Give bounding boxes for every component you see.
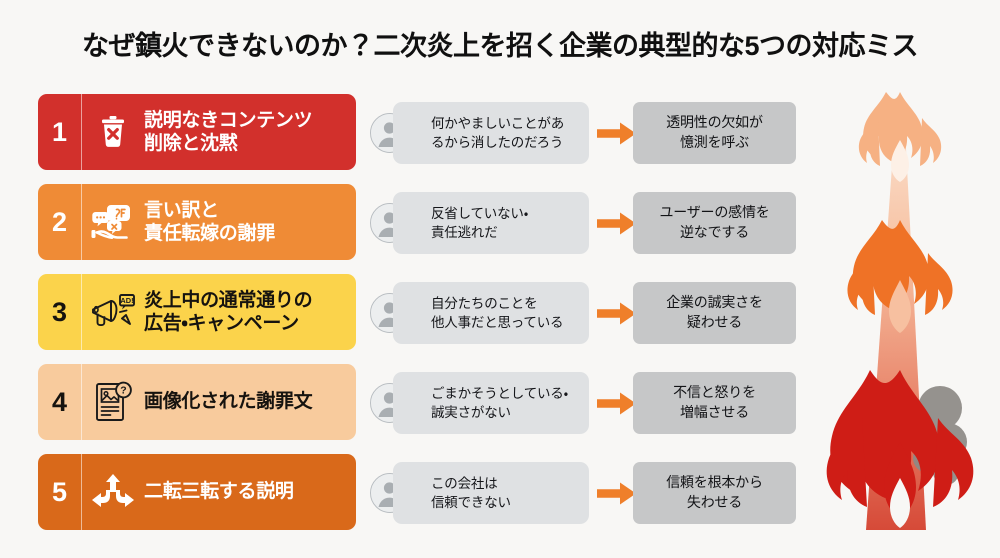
pill-number: 3: [38, 274, 82, 350]
pill-number: 4: [38, 364, 82, 440]
outcome-box-3: 企業の誠実さを疑わせる: [633, 282, 796, 344]
pill-label: 二転三転する説明: [144, 481, 294, 503]
outcome-box-5: 信頼を根本から失わせる: [633, 462, 796, 524]
quote-text: 反省していない・責任逃れだ: [431, 205, 529, 240]
arrow-right-icon: [597, 481, 637, 506]
outcome-text: 不信と怒りを増幅させる: [673, 384, 756, 420]
pill-label: 説明なきコンテンツ削除と沈黙: [144, 109, 313, 154]
pill-number: 5: [38, 454, 82, 530]
public-reaction-2: 反省していない・責任逃れだ: [393, 192, 589, 254]
table-row: 2 言い訳と責任転嫁の謝罪: [0, 184, 810, 260]
image-document-question-icon: ?: [82, 364, 144, 440]
mistake-pill-4[interactable]: 4 ? 画像化された謝罪文: [38, 364, 356, 440]
mistake-pill-5[interactable]: 5 二転三転する説明: [38, 454, 356, 530]
outcome-box-2: ユーザーの感情を逆なでする: [633, 192, 796, 254]
pill-label: 言い訳と責任転嫁の謝罪: [144, 199, 275, 244]
quote-text: 自分たちのことを他人事だと思っている: [431, 295, 564, 330]
arrow-right-icon: [597, 301, 637, 326]
table-row: 3 AD! 炎上中の通常通りの広告・キャンペーン: [0, 274, 810, 350]
svg-text:AD!: AD!: [120, 296, 133, 305]
public-reaction-3: 自分たちのことを他人事だと思っている: [393, 282, 589, 344]
page-title: なぜ鎮火できないのか？二次炎上を招く企業の典型的な5つの対応ミス: [81, 31, 919, 61]
quote-text: 何かやましいことがあるから消したのだろう: [431, 115, 564, 150]
quote-text: ごまかそうとしている・誠実さがない: [431, 385, 568, 420]
table-row: 1 説明なきコンテンツ削除と沈黙 何かやましいことがあるから消したのだろう: [0, 94, 810, 170]
megaphone-ad-icon: AD!: [82, 274, 144, 350]
speech-bubbles-hand-icon: [82, 184, 144, 260]
flame-middle: [847, 220, 953, 315]
outcome-box-4: 不信と怒りを増幅させる: [633, 372, 796, 434]
table-row: 5 二転三転する説明 この会社は信頼できない: [0, 454, 810, 530]
pill-label: 炎上中の通常通りの広告・キャンペーン: [144, 289, 313, 334]
table-row: 4 ? 画像化された謝罪文 ごまかそう: [0, 364, 810, 440]
arrow-right-icon: [597, 121, 637, 146]
arrow-right-icon: [597, 391, 637, 416]
pill-number: 1: [38, 94, 82, 170]
mistake-pill-2[interactable]: 2 言い訳と責任転嫁の謝罪: [38, 184, 356, 260]
public-reaction-4: ごまかそうとしている・誠実さがない: [393, 372, 589, 434]
outcome-box-1: 透明性の欠如が憶測を呼ぶ: [633, 102, 796, 164]
outcome-text: ユーザーの感情を逆なでする: [659, 204, 770, 240]
outcome-text: 信頼を根本から失わせる: [666, 474, 763, 510]
rows-container: 1 説明なきコンテンツ削除と沈黙 何かやましいことがあるから消したのだろう: [0, 88, 810, 548]
pill-number: 2: [38, 184, 82, 260]
pill-label: 画像化された謝罪文: [144, 391, 313, 413]
flame-illustration: [800, 70, 1000, 558]
svg-text:?: ?: [120, 385, 126, 397]
trash-x-icon: [82, 94, 144, 170]
public-reaction-1: 何かやましいことがあるから消したのだろう: [393, 102, 589, 164]
three-way-arrows-icon: [82, 454, 144, 530]
mistake-pill-3[interactable]: 3 AD! 炎上中の通常通りの広告・キャンペーン: [38, 274, 356, 350]
quote-text: この会社は信頼できない: [431, 475, 511, 510]
outcome-text: 透明性の欠如が憶測を呼ぶ: [666, 114, 763, 150]
flame-top: [858, 92, 942, 166]
arrow-right-icon: [597, 211, 637, 236]
public-reaction-5: この会社は信頼できない: [393, 462, 589, 524]
outcome-text: 企業の誠実さを疑わせる: [666, 294, 763, 330]
mistake-pill-1[interactable]: 1 説明なきコンテンツ削除と沈黙: [38, 94, 356, 170]
